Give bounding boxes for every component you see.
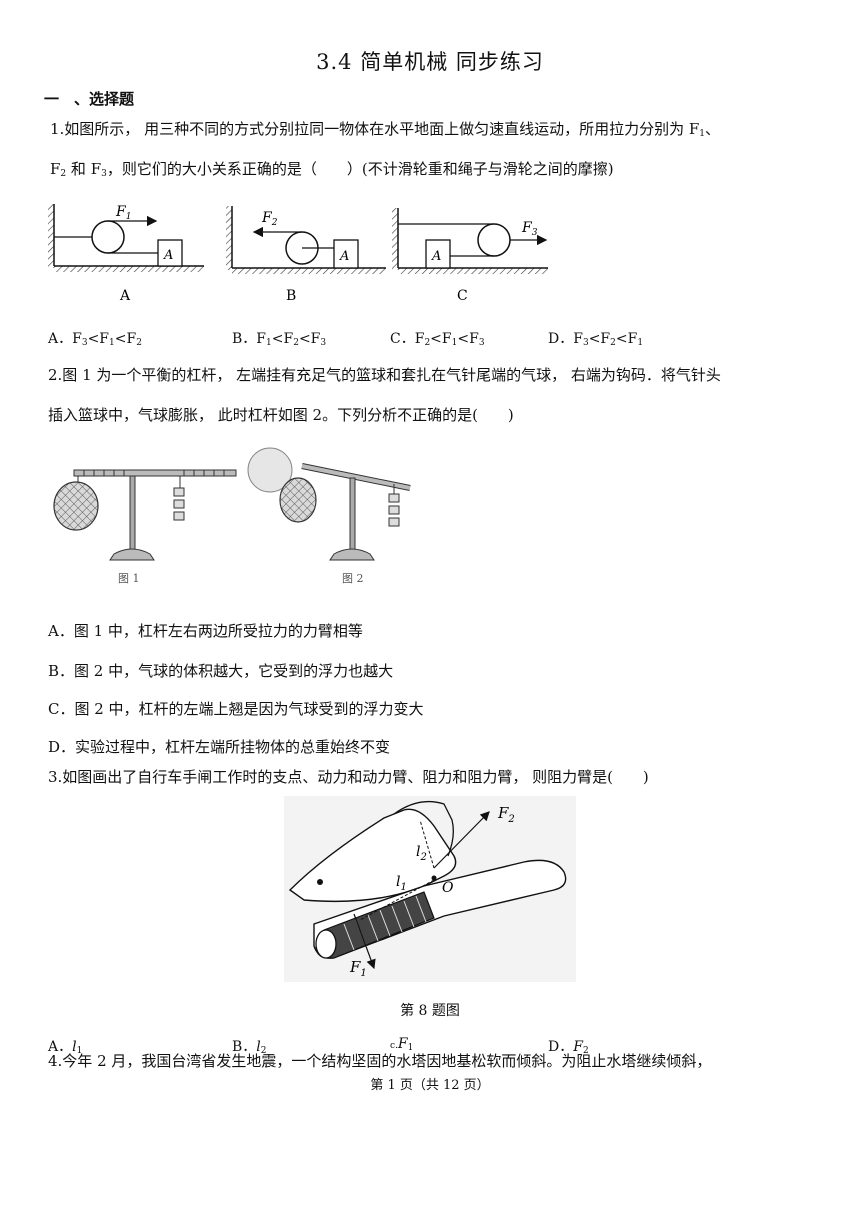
page-footer: 第 1 页（共 12 页） — [370, 1078, 490, 1093]
q1-option-d[interactable]: D．F3<F2<F1 — [548, 328, 643, 348]
pulley-diagram-a: A F1 A — [48, 204, 204, 304]
q2-lever-figure: 图 1 图 2 — [53, 447, 411, 585]
q3-option-b[interactable]: B．l2 — [232, 1036, 267, 1056]
q3-option-d[interactable]: D．F2 — [548, 1036, 589, 1056]
q1-text-c: F — [50, 160, 61, 178]
block-label-b: A — [339, 249, 349, 264]
opt-sub: 2 — [424, 338, 431, 348]
q2-option-a[interactable]: A．图 1 中，杠杆左右两边所受拉力的力臂相等 — [48, 622, 363, 640]
opt-sub: 1 — [407, 1043, 414, 1053]
q2-option-d[interactable]: D．实验过程中，杠杆左端所挂物体的总重始终不变 — [48, 738, 391, 756]
opt-rel: <F — [588, 331, 611, 347]
opt-rel: <F — [114, 331, 137, 347]
q1-pulley-figure: A F1 A A F2 B A F3 C — [48, 204, 548, 304]
force-label-f3: F3 — [521, 220, 538, 238]
q2-option-c[interactable]: C．图 2 中，杠杆的左端上翘是因为气球受到的浮力变大 — [48, 700, 424, 718]
q4-line1: 4.今年 2 月，我国台湾省发生地震，一个结构坚固的水塔因地基松软而倾斜。为阻止… — [48, 1052, 712, 1070]
q1-text: 1.如图所示， 用三种不同的方式分别拉同一物体在水平地面上做匀速直线运动，所用拉… — [50, 120, 700, 138]
opt-sub: 3 — [478, 338, 485, 348]
q2-option-b[interactable]: B．图 2 中，气球的体积越大，它受到的浮力也越大 — [48, 662, 394, 680]
q2-line2: 插入篮球中，气球膨胀， 此时杠杆如图 2。下列分析不正确的是( ) — [48, 406, 514, 424]
opt-sub: 2 — [136, 338, 142, 348]
opt-sym: l — [72, 1039, 77, 1055]
q3-fig-caption: 第 8 题图 — [400, 1003, 460, 1019]
block-label-c: A — [431, 249, 441, 264]
q3-option-a[interactable]: A．l1 — [48, 1036, 82, 1056]
q1-text-e: ，则它们的大小关系正确的是（ ）(不计滑轮重和绳子与滑轮之间的摩擦) — [106, 160, 614, 178]
opt-sym: F — [573, 1039, 583, 1055]
opt-sub: 3 — [81, 338, 88, 348]
pulley-diagram-b: A F2 B — [226, 206, 386, 304]
opt-sub: 1 — [451, 338, 458, 348]
q1-text-b: 、 — [705, 120, 721, 138]
q1-option-c[interactable]: C．F2<F1<F3 — [390, 328, 485, 348]
section-heading: 一 、选择题 — [44, 90, 135, 108]
q1-line2: F2 和 F3，则它们的大小关系正确的是（ ）(不计滑轮重和绳子与滑轮之间的摩擦… — [50, 160, 614, 179]
opt-sub: 1 — [637, 338, 644, 348]
opt-letter: D．F — [548, 331, 583, 347]
pulley-diagram-c: A F3 C — [392, 208, 548, 304]
label-l1: l1 — [396, 874, 407, 893]
q1-line1: 1.如图所示， 用三种不同的方式分别拉同一物体在水平地面上做匀速直线运动，所用拉… — [50, 120, 721, 139]
opt-sym: l — [256, 1039, 261, 1055]
label-l2: l2 — [416, 844, 427, 863]
q3-brake-figure: F2 l2 l1 O F1 — [284, 796, 576, 982]
opt-letter: B．F — [232, 331, 267, 347]
lever-diagram-1: 图 1 — [53, 469, 237, 585]
opt-sub: 3 — [582, 338, 589, 348]
force-label-f2: F2 — [261, 210, 278, 228]
opt-sub: 2 — [582, 1046, 589, 1056]
fig-caption-1: 图 1 — [118, 572, 140, 585]
opt-sym: F — [397, 1036, 408, 1052]
opt-sub: 1 — [266, 338, 272, 348]
opt-letter: A．F — [48, 331, 82, 347]
fig-label-a: A — [119, 288, 131, 304]
opt-rel: <F — [298, 331, 321, 347]
opt-letter: D． — [548, 1039, 574, 1055]
opt-rel: <F — [457, 331, 479, 347]
opt-sub: 2 — [610, 338, 616, 348]
opt-rel: <F — [430, 331, 452, 347]
opt-letter: C．F — [390, 331, 425, 347]
opt-rel: <F — [87, 331, 110, 347]
q2-line1: 2.图 1 为一个平衡的杠杆， 左端挂有充足气的篮球和套扎在气针尾端的气球， 右… — [48, 366, 721, 384]
opt-rel: <F — [615, 331, 638, 347]
q1-text-d: 和 F — [66, 160, 102, 178]
opt-letter: A． — [48, 1039, 73, 1055]
lever-diagram-2: 图 2 — [247, 447, 411, 585]
opt-sub: 1 — [76, 1046, 83, 1056]
opt-letter: B． — [232, 1039, 257, 1055]
fig-caption-2: 图 2 — [342, 572, 364, 585]
opt-sub: 3 — [320, 338, 327, 348]
opt-sub: 2 — [293, 338, 299, 348]
opt-sub: 1 — [109, 338, 115, 348]
fig-label-c: C — [457, 288, 468, 304]
opt-sub: 2 — [260, 1046, 267, 1056]
force-label-f1: F1 — [115, 204, 131, 222]
q1-option-a[interactable]: A．F3<F1<F2 — [48, 328, 142, 348]
label-o: O — [442, 880, 454, 896]
q3-option-c[interactable]: c.F1 — [390, 1036, 413, 1053]
q3-line1: 3.如图画出了自行车手闸工作时的支点、动力和动力臂、阻力和阻力臂， 则阻力臂是(… — [48, 768, 649, 786]
page-title: 3.4 简单机械 同步练习 — [316, 50, 544, 74]
block-label-a: A — [163, 248, 173, 263]
q1-option-b[interactable]: B．F1<F2<F3 — [232, 328, 326, 348]
opt-rel: <F — [271, 331, 294, 347]
opt-letter: c. — [390, 1041, 398, 1051]
fig-label-b: B — [286, 288, 296, 304]
